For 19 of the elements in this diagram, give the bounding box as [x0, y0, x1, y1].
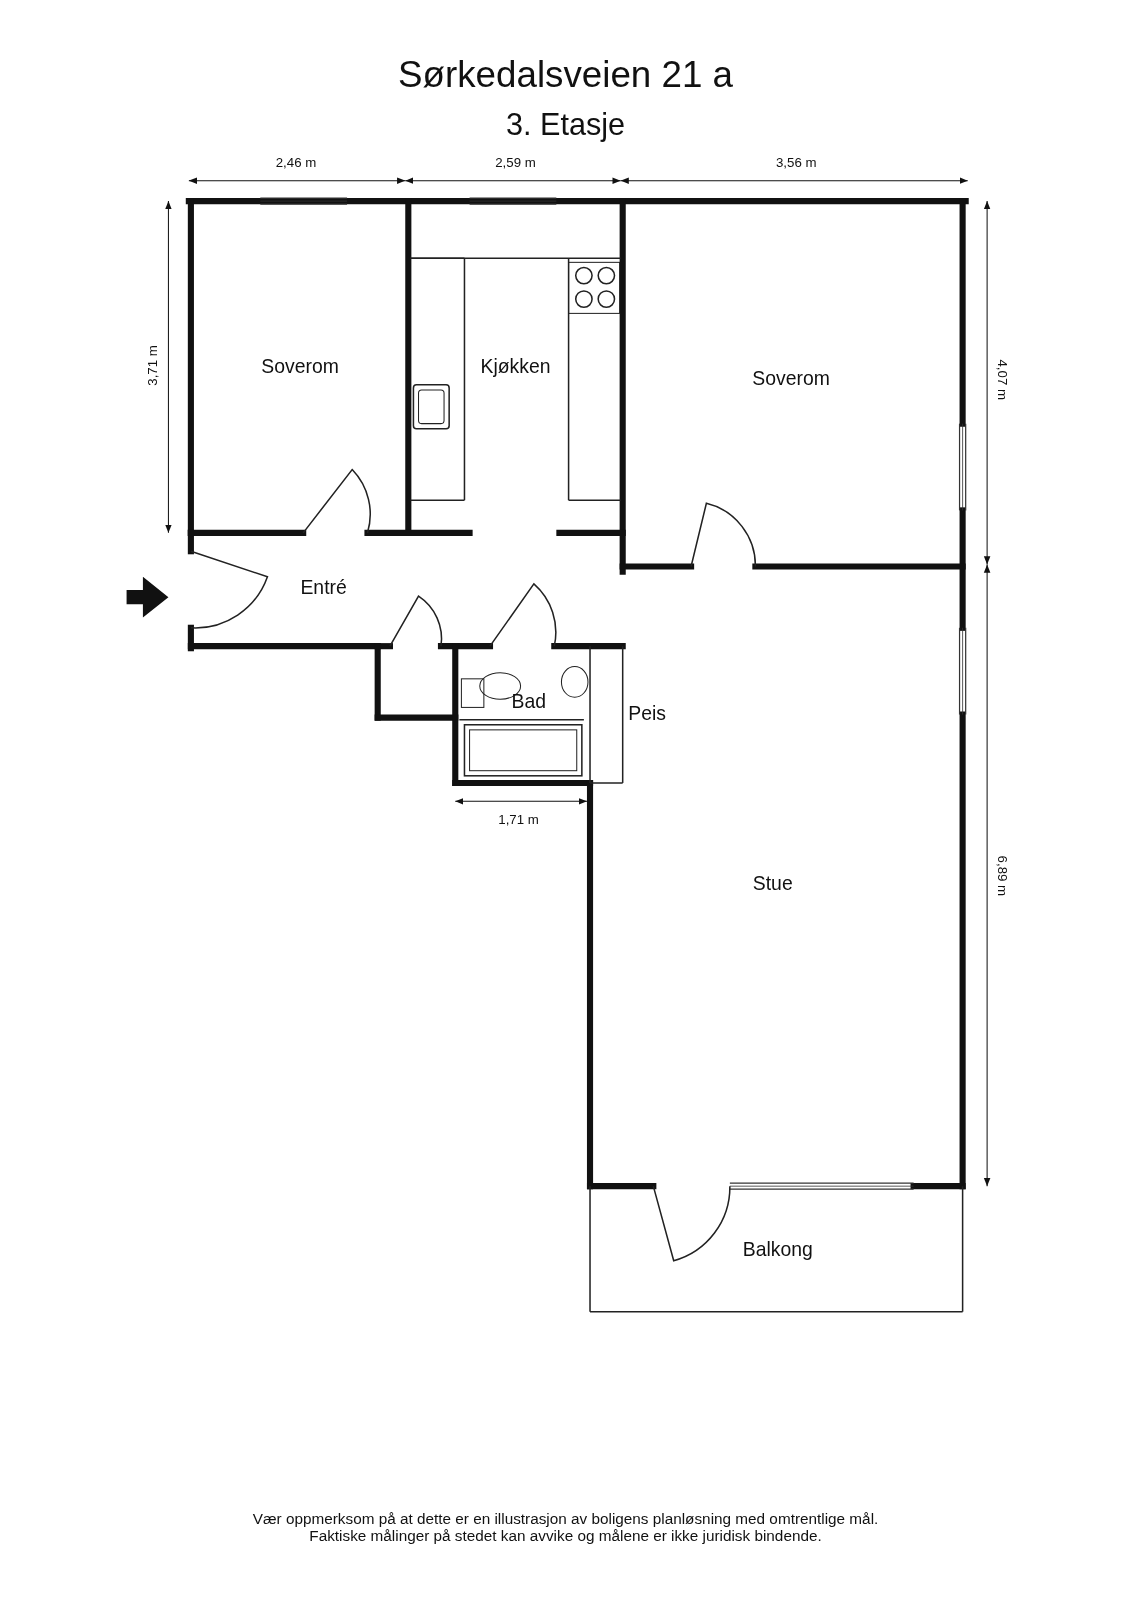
note-text: Vær oppmerksom på at dette er en illustrasjon av boligens planløsning med omtrentlige mål. — [252, 1510, 879, 1528]
dimension-label: 1,71 m — [498, 812, 539, 827]
room-label: Peis — [628, 703, 667, 726]
dimension-label: 3,56 m — [775, 156, 817, 171]
room-label: Entré — [300, 577, 347, 599]
subtitle: 3. Etasje — [505, 107, 626, 142]
note-text: Faktiske målinger på stedet kan avvike og målene er ikke juridisk bindende. — [309, 1527, 822, 1545]
dimension-label: 4,07 m — [995, 359, 1010, 401]
room-label: Kjøkken — [480, 356, 551, 379]
room-label: Bad — [511, 691, 547, 713]
dimension-label: 2,59 m — [495, 156, 536, 171]
room-label: Soverom — [752, 369, 830, 391]
room-label: Stue — [752, 873, 793, 895]
title: Sørkedalsveien 21 a — [398, 54, 734, 95]
dimension-label: 6,89 m — [995, 855, 1010, 897]
dimension-label: 2,46 m — [275, 156, 317, 171]
room-label: Soverom — [261, 356, 339, 379]
room-label: Balkong — [742, 1239, 813, 1262]
dimension-label: 3,71 m — [145, 345, 161, 386]
